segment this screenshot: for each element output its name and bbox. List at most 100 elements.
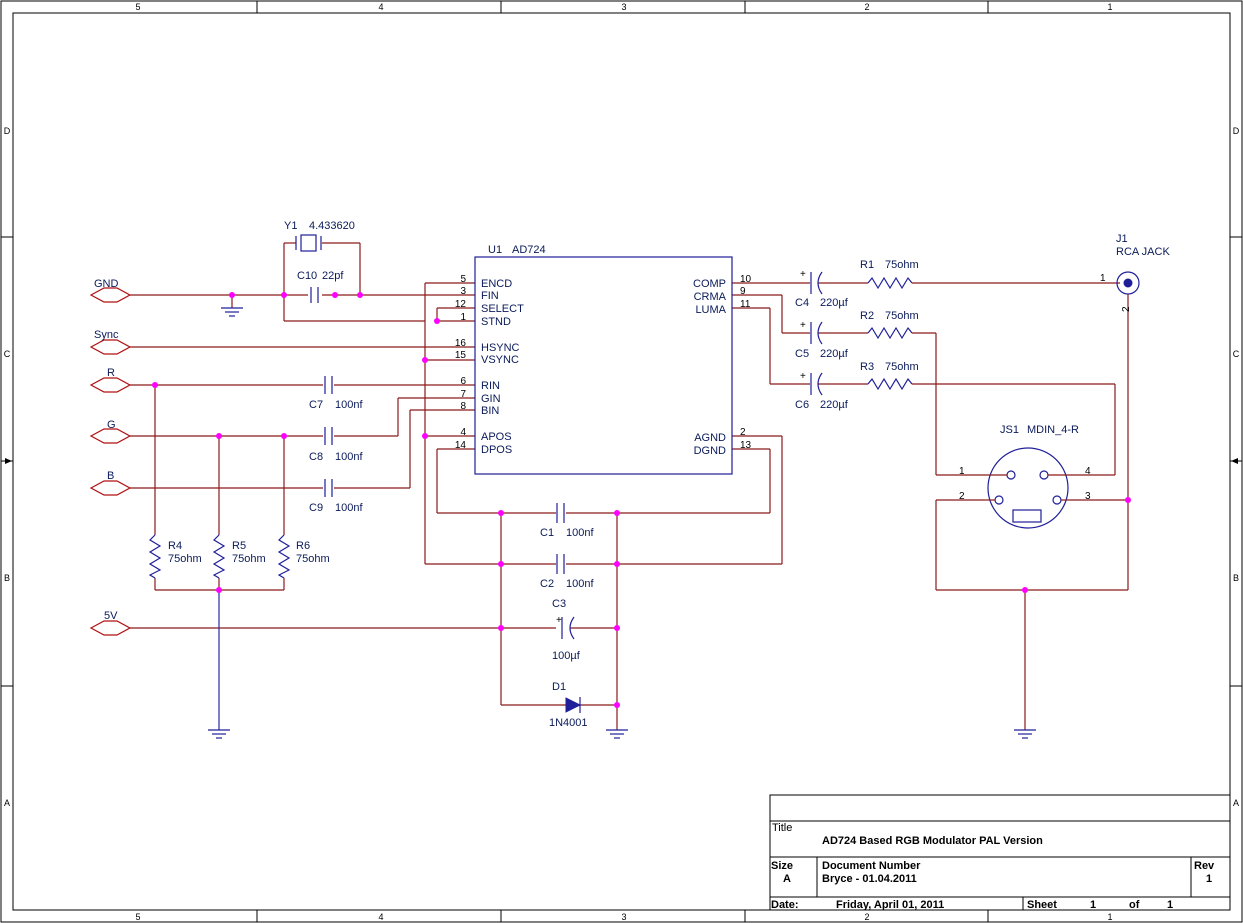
- u1-pin-name: DGND: [694, 445, 726, 457]
- j1-pin-1: 1: [1100, 273, 1106, 284]
- zone-left-d: D: [4, 126, 11, 136]
- js1-pin-2: 2: [959, 491, 965, 502]
- c8-value: 100nf: [335, 451, 363, 463]
- c3-value: 100µf: [552, 650, 581, 662]
- rev-value: 1: [1206, 873, 1212, 885]
- zone-top-5: 5: [135, 2, 140, 12]
- u1-pin-num: 5: [460, 274, 466, 285]
- u1-pin-num: 12: [455, 299, 467, 310]
- title-label: Title: [772, 822, 792, 834]
- c10-ref: C10: [297, 270, 317, 282]
- r6-value: 75ohm: [296, 553, 330, 565]
- resistor-r4: R4 75ohm: [148, 534, 202, 579]
- zone-bottom-2: 2: [864, 912, 869, 922]
- r4-ref: R4: [168, 540, 182, 552]
- capacitor-c7: C7 100nf: [309, 376, 363, 411]
- u1-pin-num: 9: [740, 286, 746, 297]
- u1-value: AD724: [512, 244, 546, 256]
- zone-right-d: D: [1233, 126, 1240, 136]
- y1-ref: Y1: [284, 220, 297, 232]
- r3-ref: R3: [860, 361, 874, 373]
- u1-pin-name: GIN: [481, 393, 501, 405]
- size-value: A: [783, 873, 791, 885]
- u1-pin-name: RIN: [481, 380, 500, 392]
- capacitor-c1: C1 100nf: [540, 503, 594, 539]
- u1-ad724: U1 AD724 5 ENCD 3 FIN 12 SELECT 1 STND 1…: [455, 244, 752, 475]
- zone-top-3: 3: [621, 2, 626, 12]
- c1-ref: C1: [540, 527, 554, 539]
- r1-ref: R1: [860, 259, 874, 271]
- capacitor-c4: + C4 220µf: [795, 269, 849, 309]
- zone-bottom-4: 4: [378, 912, 383, 922]
- rev-label: Rev: [1194, 860, 1215, 872]
- c5-ref: C5: [795, 348, 809, 360]
- title-block: Title AD724 Based RGB Modulator PAL Vers…: [769, 794, 1231, 911]
- zone-top-2: 2: [864, 2, 869, 12]
- r1-value: 75ohm: [885, 259, 919, 271]
- date-value: Friday, April 01, 2011: [836, 899, 944, 911]
- zone-right-c: C: [1233, 349, 1240, 359]
- capacitor-c10: C10 22pf: [297, 270, 344, 303]
- zone-top-1: 1: [1107, 2, 1112, 12]
- u1-pin-name: APOS: [481, 431, 512, 443]
- j1-value: RCA JACK: [1116, 246, 1170, 258]
- port-b: B: [89, 470, 132, 496]
- ground-icon: [1014, 729, 1036, 739]
- port-r-label: R: [107, 367, 115, 379]
- docnum-label: Document Number: [822, 860, 921, 872]
- size-label: Size: [771, 860, 793, 872]
- js1-pin-1: 1: [959, 466, 965, 477]
- ground-icon: [221, 307, 243, 317]
- r5-value: 75ohm: [232, 553, 266, 565]
- c3-plus: +: [556, 615, 562, 626]
- u1-pin-num: 10: [740, 274, 752, 285]
- u1-pin-num: 14: [455, 440, 467, 451]
- port-g-label: G: [107, 419, 116, 431]
- zone-top-4: 4: [378, 2, 383, 12]
- title-value: AD724 Based RGB Modulator PAL Version: [822, 835, 1043, 847]
- port-sync-label: Sync: [94, 329, 119, 341]
- u1-pin-name: HSYNC: [481, 342, 520, 354]
- r3-value: 75ohm: [885, 361, 919, 373]
- ground-symbols: [208, 307, 1036, 739]
- u1-pin-name: FIN: [481, 290, 499, 302]
- js1-pin-4: 4: [1085, 466, 1091, 477]
- u1-pin-num: 7: [460, 389, 466, 400]
- zone-left-b: B: [4, 573, 10, 583]
- capacitor-c9: C9 100nf: [309, 479, 363, 514]
- resistor-r2: R2 75ohm: [860, 310, 919, 340]
- date-label: Date:: [771, 899, 799, 911]
- zone-bottom-5: 5: [135, 912, 140, 922]
- c1-value: 100nf: [566, 527, 594, 539]
- ports: GND Sync R G B 5V: [89, 278, 132, 636]
- u1-pin-name: CRMA: [694, 291, 727, 303]
- c4-ref: C4: [795, 297, 809, 309]
- port-5v: 5V: [89, 610, 132, 636]
- d1-value: 1N4001: [549, 717, 588, 729]
- u1-pin-name: ENCD: [481, 278, 512, 290]
- c9-value: 100nf: [335, 502, 363, 514]
- r5-ref: R5: [232, 540, 246, 552]
- js1-pin-3: 3: [1085, 491, 1091, 502]
- crystal-y1: Y1 4.433620: [284, 220, 355, 252]
- c7-ref: C7: [309, 399, 323, 411]
- r4-value: 75ohm: [168, 553, 202, 565]
- u1-pin-name: VSYNC: [481, 354, 519, 366]
- d1-ref: D1: [552, 681, 566, 693]
- u1-pin-num: 2: [740, 427, 746, 438]
- u1-pin-num: 4: [460, 427, 466, 438]
- c10-value: 22pf: [322, 270, 344, 282]
- zone-bottom-1: 1: [1107, 912, 1112, 922]
- c5-plus: +: [800, 320, 806, 331]
- u1-pin-name: AGND: [694, 432, 726, 444]
- c6-plus: +: [800, 371, 806, 382]
- u1-pin-num: 16: [455, 338, 467, 349]
- u1-pin-num: 13: [740, 440, 752, 451]
- c7-value: 100nf: [335, 399, 363, 411]
- c4-value: 220µf: [820, 297, 849, 309]
- resistor-r5: R5 75ohm: [212, 534, 266, 579]
- r6-ref: R6: [296, 540, 310, 552]
- c9-ref: C9: [309, 502, 323, 514]
